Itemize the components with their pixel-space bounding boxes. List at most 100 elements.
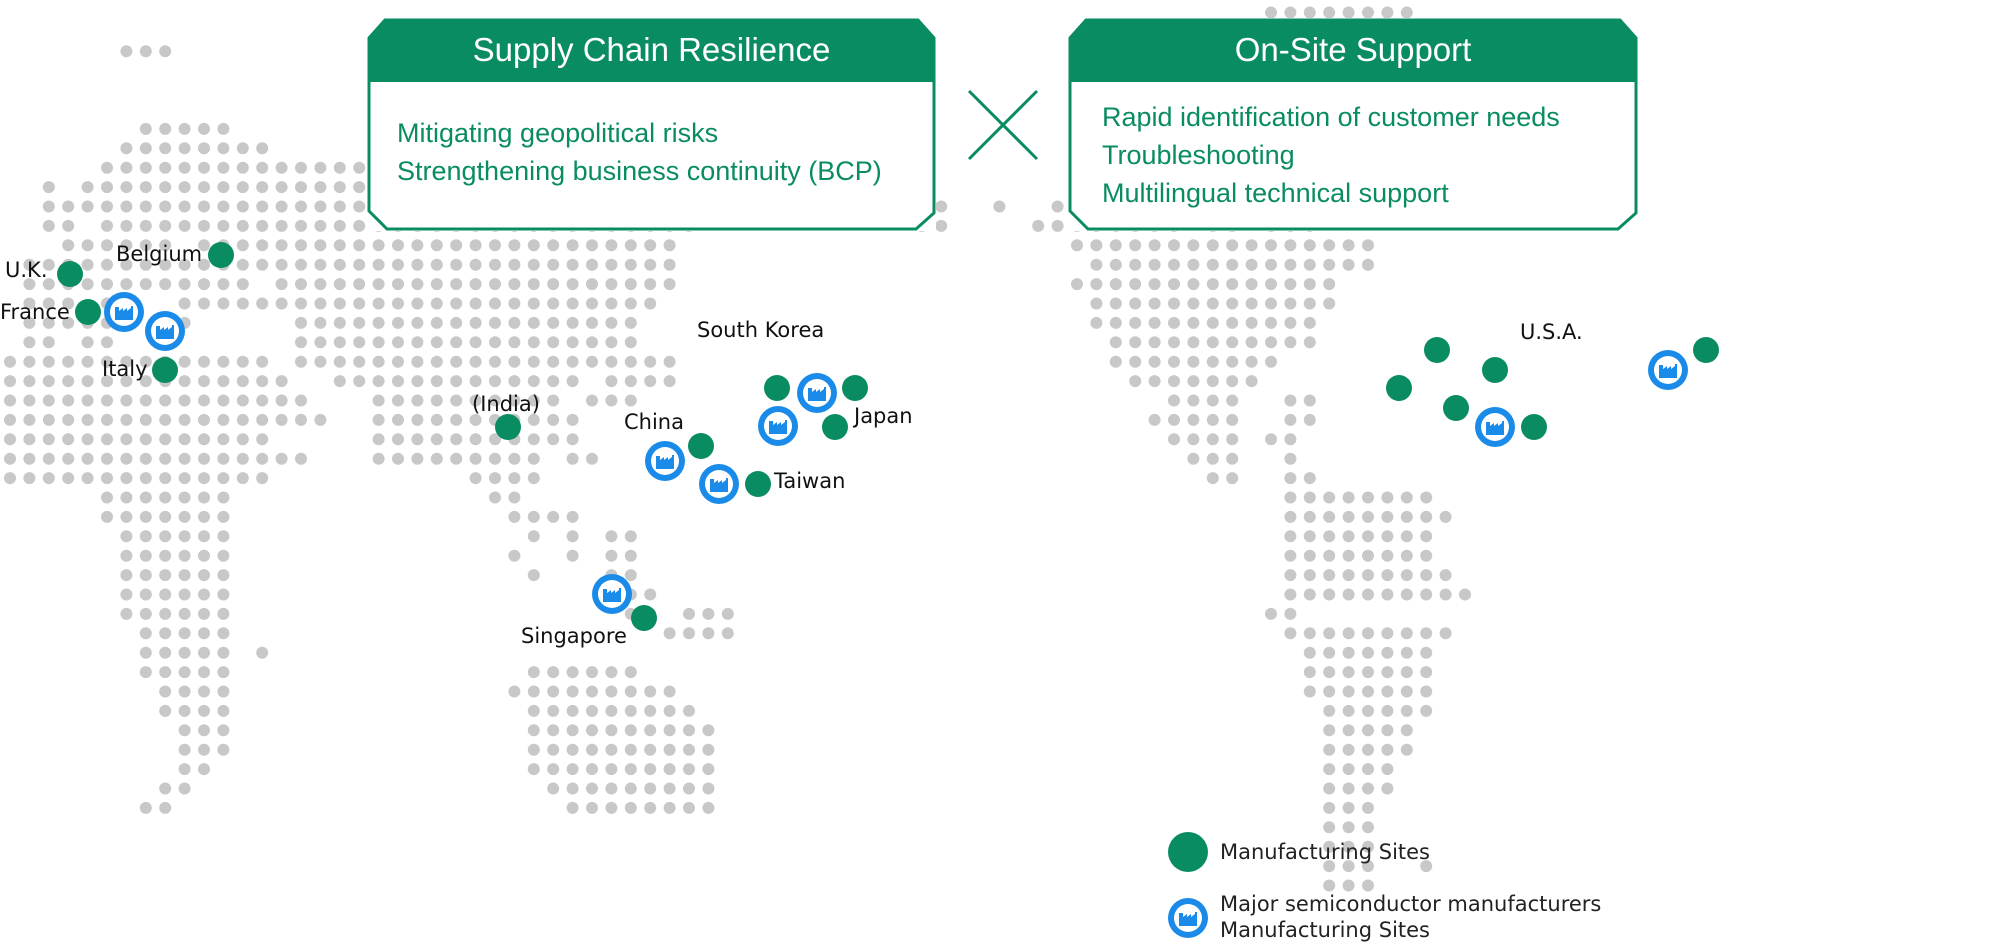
map-dot bbox=[1323, 297, 1336, 310]
map-dot bbox=[120, 239, 133, 252]
map-dot bbox=[120, 452, 133, 465]
map-dot bbox=[1187, 278, 1200, 291]
map-dot bbox=[256, 375, 269, 388]
map-dot bbox=[1206, 472, 1219, 485]
map-dot bbox=[42, 472, 55, 485]
map-dot bbox=[139, 510, 152, 523]
map-dot bbox=[1381, 763, 1394, 776]
map-dot bbox=[1265, 336, 1277, 349]
map-dot bbox=[62, 452, 75, 465]
map-dot bbox=[392, 278, 404, 291]
map-dot bbox=[1109, 239, 1122, 252]
map-dot bbox=[139, 258, 152, 271]
map-dot bbox=[314, 336, 327, 349]
map-dot bbox=[81, 336, 94, 349]
legend-semiconductor-line1: Major semiconductor manufacturers bbox=[1220, 892, 1602, 916]
map-dot bbox=[683, 704, 695, 717]
map-dot bbox=[81, 452, 94, 465]
map-dot bbox=[139, 588, 152, 601]
map-dot bbox=[1245, 355, 1258, 368]
map-dot bbox=[1362, 724, 1374, 737]
map-dot bbox=[1129, 278, 1142, 291]
map-dot bbox=[644, 375, 657, 388]
map-dot bbox=[1303, 627, 1316, 640]
map-dot bbox=[1187, 375, 1200, 388]
map-dot bbox=[62, 472, 75, 485]
map-dot bbox=[1168, 375, 1180, 388]
map-dot bbox=[1284, 452, 1297, 465]
map-dot bbox=[23, 355, 36, 368]
map-dot bbox=[1323, 510, 1336, 523]
map-dot bbox=[1265, 278, 1277, 291]
map-dot bbox=[683, 801, 695, 814]
map-dot bbox=[1420, 646, 1433, 659]
map-dot bbox=[527, 452, 540, 465]
map-dot bbox=[256, 413, 269, 426]
map-dot bbox=[1323, 860, 1336, 873]
map-dot bbox=[1323, 743, 1336, 756]
map-dot bbox=[101, 258, 113, 271]
map-dot bbox=[159, 452, 172, 465]
site-usa-2 bbox=[1482, 357, 1508, 383]
map-dot bbox=[372, 394, 385, 407]
map-dot bbox=[1303, 297, 1316, 310]
map-dot bbox=[566, 336, 579, 349]
map-dot bbox=[198, 666, 210, 679]
map-dot bbox=[566, 413, 579, 426]
map-dot bbox=[624, 704, 637, 717]
map-dot bbox=[469, 336, 482, 349]
map-dot bbox=[159, 549, 172, 562]
map-dot bbox=[547, 685, 560, 698]
map-dot bbox=[605, 297, 618, 310]
map-dot bbox=[178, 743, 191, 756]
map-dot bbox=[1284, 569, 1297, 582]
map-dot bbox=[1109, 258, 1122, 271]
map-dot bbox=[1168, 433, 1180, 446]
map-dot bbox=[1362, 627, 1374, 640]
map-dot bbox=[198, 239, 210, 252]
map-dot bbox=[566, 801, 579, 814]
map-dot bbox=[178, 375, 191, 388]
map-dot bbox=[1187, 433, 1200, 446]
map-dot bbox=[450, 297, 463, 310]
map-dot bbox=[411, 355, 424, 368]
map-dot bbox=[1400, 491, 1413, 504]
map-dot bbox=[1400, 510, 1413, 523]
map-dot bbox=[178, 491, 191, 504]
map-dot bbox=[372, 355, 385, 368]
map-dot bbox=[1303, 278, 1316, 291]
map-dot bbox=[120, 569, 133, 582]
map-dot bbox=[101, 181, 113, 194]
map-dot bbox=[333, 355, 346, 368]
map-dot bbox=[178, 122, 191, 135]
map-dot bbox=[1109, 297, 1122, 310]
map-dot bbox=[372, 297, 385, 310]
legend-manufacturing-icon bbox=[1168, 832, 1208, 872]
map-dot bbox=[1206, 375, 1219, 388]
map-dot bbox=[256, 161, 269, 174]
map-dot bbox=[1284, 278, 1297, 291]
map-dot bbox=[159, 704, 172, 717]
map-dot bbox=[469, 433, 482, 446]
map-dot bbox=[411, 278, 424, 291]
map-dot bbox=[275, 239, 288, 252]
map-dot bbox=[935, 200, 948, 213]
map-dot bbox=[683, 782, 695, 795]
map-dot bbox=[1420, 666, 1433, 679]
map-dot bbox=[42, 413, 55, 426]
map-dot bbox=[120, 472, 133, 485]
map-dot bbox=[1362, 666, 1374, 679]
map-dot bbox=[1187, 413, 1200, 426]
map-dot bbox=[101, 355, 113, 368]
map-dot bbox=[1323, 258, 1336, 271]
map-dot bbox=[586, 743, 598, 756]
map-dot bbox=[1420, 491, 1433, 504]
map-dot bbox=[1129, 375, 1142, 388]
map-dot bbox=[1400, 646, 1413, 659]
map-dot bbox=[1439, 588, 1452, 601]
map-dot bbox=[1187, 394, 1200, 407]
map-dot bbox=[159, 472, 172, 485]
map-dot bbox=[644, 278, 657, 291]
map-dot bbox=[1206, 394, 1219, 407]
map-dot bbox=[217, 355, 230, 368]
